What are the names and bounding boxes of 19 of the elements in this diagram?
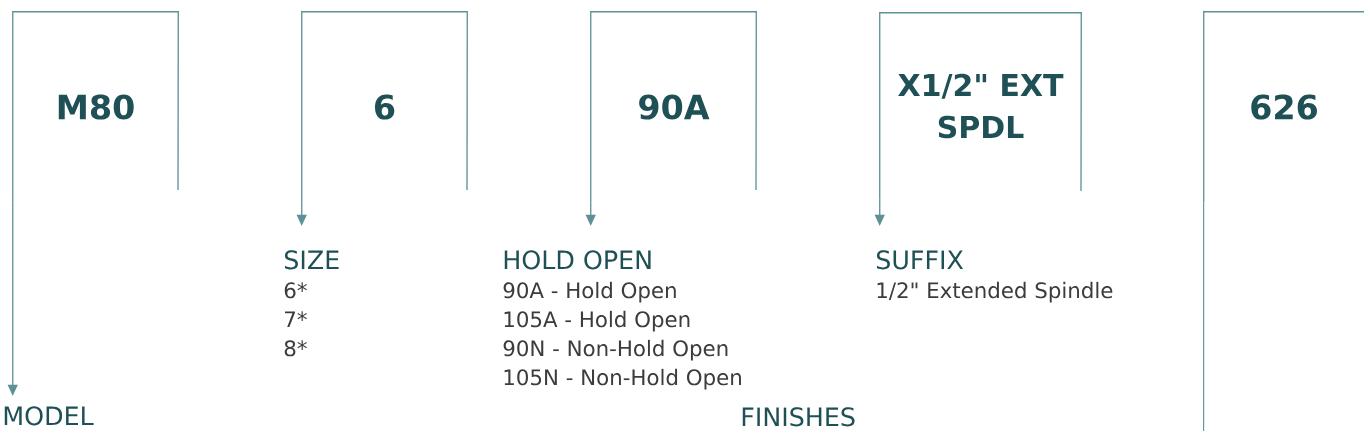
option-text: 6* <box>284 282 307 299</box>
category-heading: HOLD OPEN <box>504 250 651 270</box>
option-text: 90N - Non-Hold Open <box>503 339 728 361</box>
option-text: 7* <box>285 311 307 328</box>
bracket-box: 626 <box>1203 11 1364 203</box>
option-text: 1/2" Extended Spindle <box>877 281 1113 303</box>
connector-line <box>1203 201 1205 431</box>
option-text: 90A - Hold Open <box>503 281 676 303</box>
option-text: 8* <box>284 340 307 357</box>
category-heading: SIZE <box>284 250 339 270</box>
bracket-box: 90A <box>590 11 757 203</box>
category-heading: MODEL <box>4 406 94 426</box>
bracket-box: M80 <box>12 11 179 203</box>
option-text: 105A - Hold Open <box>504 310 690 332</box>
bracket-box: 6 <box>301 11 468 203</box>
bracket-box: X1/2" EXT SPDL <box>879 12 1082 200</box>
category-heading: FINISHES <box>742 407 855 427</box>
option-text: 105N - Non-Hold Open <box>504 368 741 390</box>
category-heading: SUFFIX <box>876 250 964 270</box>
